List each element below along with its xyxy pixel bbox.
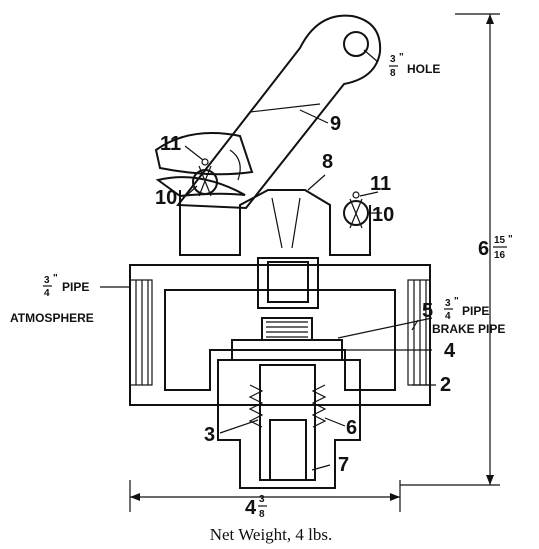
caption: Net Weight, 4 lbs. bbox=[210, 525, 333, 544]
svg-text:PIPE: PIPE bbox=[62, 280, 89, 294]
height-label: 6 15 16 " bbox=[478, 234, 513, 261]
svg-text:HOLE: HOLE bbox=[407, 62, 440, 76]
svg-text:": " bbox=[508, 234, 513, 245]
left-pipe-label: 3 4 " PIPE ATMOSPHERE bbox=[10, 273, 94, 325]
valve-disc bbox=[231, 317, 343, 361]
svg-text:8: 8 bbox=[259, 509, 265, 520]
left-port bbox=[129, 279, 153, 386]
svg-text:": " bbox=[454, 296, 459, 307]
part-label-11b: 11 bbox=[370, 173, 391, 195]
svg-text:6: 6 bbox=[478, 238, 489, 260]
pivot-pin-right bbox=[343, 191, 369, 229]
svg-text:": " bbox=[53, 273, 58, 284]
part-label-9: 9 bbox=[330, 113, 341, 135]
svg-text:4: 4 bbox=[445, 311, 451, 322]
svg-text:15: 15 bbox=[494, 235, 506, 246]
svg-text:16: 16 bbox=[494, 250, 506, 261]
part-label-5: 5 bbox=[422, 300, 433, 322]
part-label-3: 3 bbox=[204, 424, 215, 446]
svg-text:PIPE: PIPE bbox=[462, 304, 489, 318]
part-label-10b: 10 bbox=[372, 204, 394, 226]
svg-text:3: 3 bbox=[445, 298, 451, 309]
spring-cap bbox=[217, 359, 361, 489]
part-label-6: 6 bbox=[346, 417, 357, 439]
width-dimension bbox=[129, 480, 401, 512]
svg-text:4: 4 bbox=[44, 288, 50, 299]
part-label-2: 2 bbox=[440, 374, 451, 396]
svg-text:ATMOSPHERE: ATMOSPHERE bbox=[10, 311, 94, 325]
right-port bbox=[407, 279, 431, 386]
part-label-10a: 10 bbox=[155, 187, 177, 209]
leader-lines bbox=[100, 49, 436, 471]
part-label-7: 7 bbox=[338, 454, 349, 476]
svg-text:4: 4 bbox=[245, 497, 257, 519]
part-label-8: 8 bbox=[322, 151, 333, 173]
height-dimension bbox=[400, 13, 500, 486]
part-label-11a: 11 bbox=[160, 133, 181, 155]
part-label-4: 4 bbox=[444, 340, 456, 362]
svg-text:": " bbox=[399, 52, 404, 63]
svg-text:8: 8 bbox=[390, 68, 396, 79]
svg-text:BRAKE PIPE: BRAKE PIPE bbox=[432, 322, 505, 336]
width-label: 4 3 8 bbox=[245, 494, 267, 520]
svg-text:3: 3 bbox=[259, 494, 265, 505]
svg-text:3: 3 bbox=[390, 54, 396, 65]
handle-lever bbox=[154, 14, 382, 210]
right-pipe-label: 3 4 " PIPE BRAKE PIPE bbox=[432, 296, 505, 336]
svg-text:3: 3 bbox=[44, 275, 50, 286]
pivot-pin-left bbox=[192, 158, 218, 197]
bracket bbox=[179, 189, 371, 256]
hole-label: 3 8 " HOLE bbox=[389, 52, 440, 79]
